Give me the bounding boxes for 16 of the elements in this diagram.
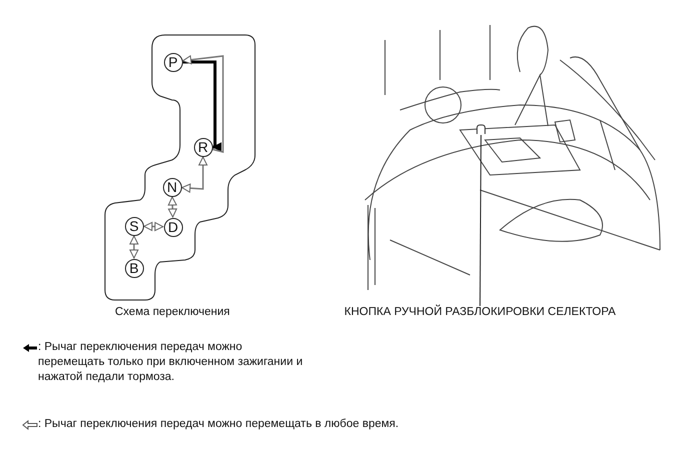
arrow [182, 156, 208, 193]
legend-text: : Рычаг переключения передач можно перемещать только при включенном зажигании и нажатой педали тормоза. [38, 340, 303, 385]
gear-position-circle: D [164, 218, 182, 236]
arrow [144, 222, 164, 232]
gear-position-circle: B [124, 258, 144, 278]
gear-position-circle: S [124, 216, 144, 236]
leader-line [480, 134, 482, 306]
gear-position-circle: N [162, 178, 182, 196]
unlock-button-drawing [476, 124, 486, 135]
gear-position-circle: R [194, 138, 212, 156]
arrow [168, 196, 178, 218]
legend-text: : Рычаг переключения передач можно перемещать в любое время. [38, 417, 400, 432]
part-label: КНОПКА РУЧНОЙ РАЗБЛОКИРОВКИ СЕЛЕКТОРА [300, 306, 660, 318]
diagram-caption: Схема переключения [115, 306, 230, 318]
gear-position-circle: P [164, 52, 182, 72]
arrow [130, 236, 138, 258]
